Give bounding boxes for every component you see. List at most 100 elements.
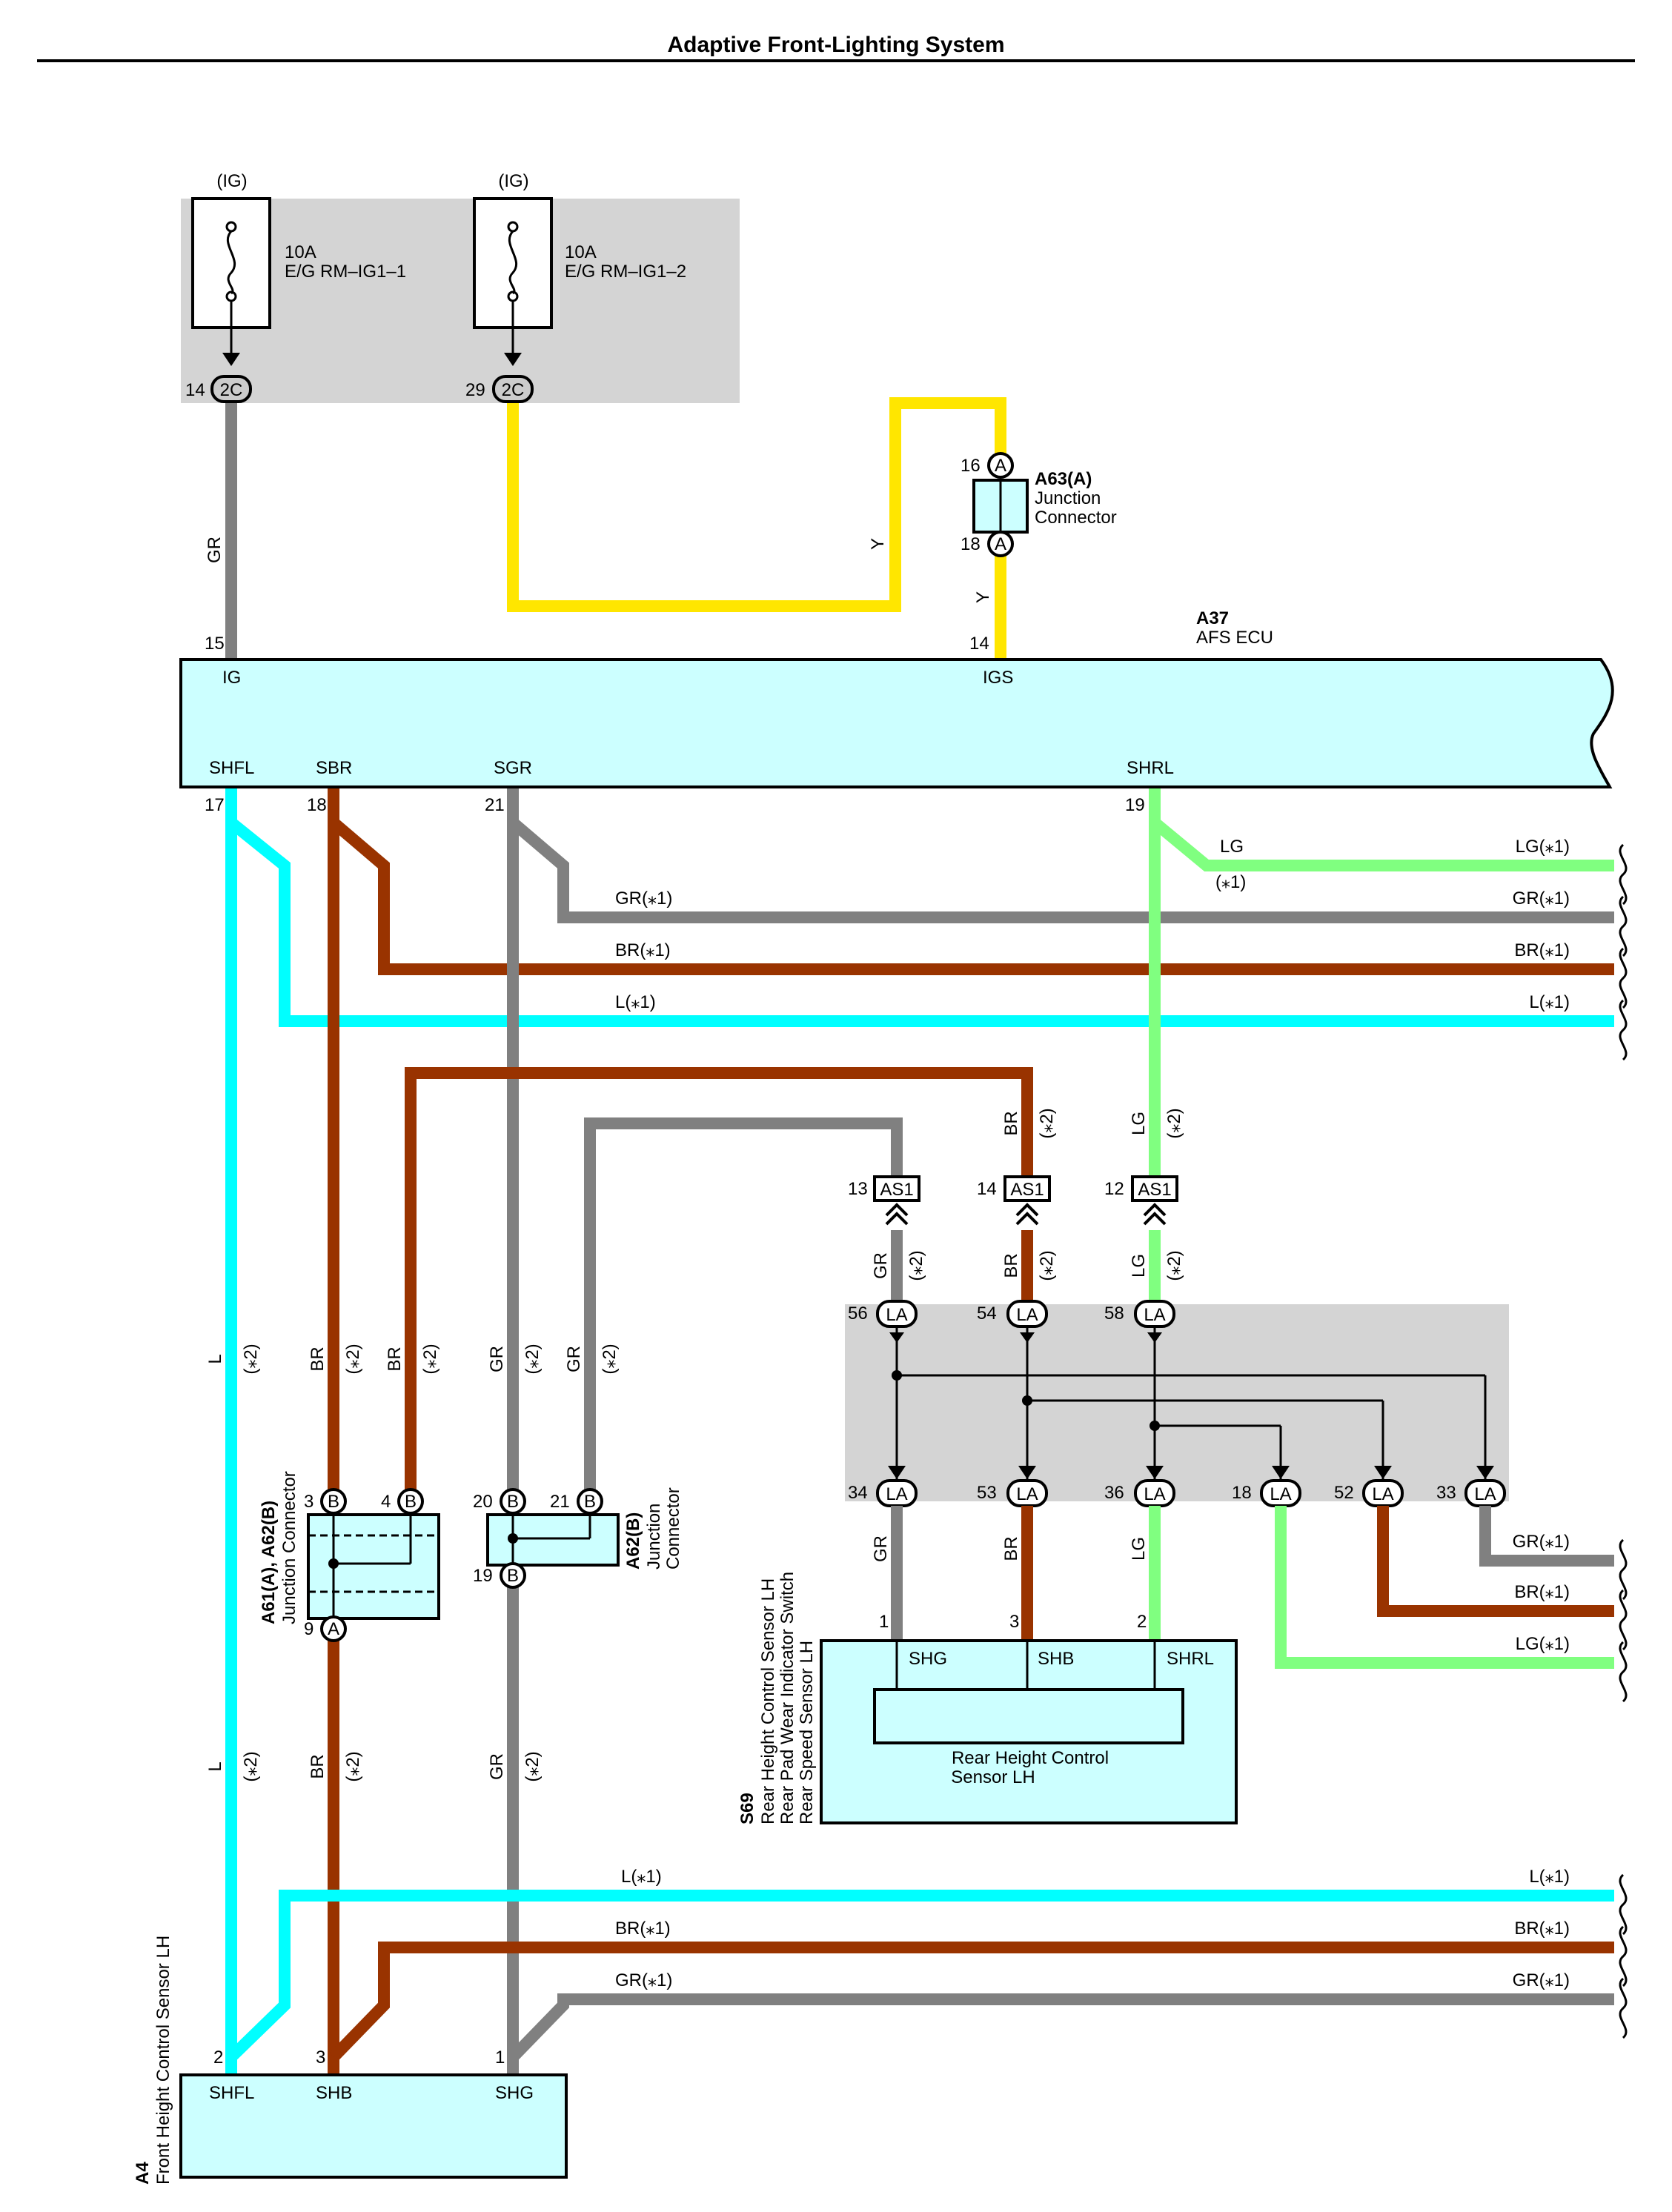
label-br1-lower-right: BR(⁎1) <box>1514 1919 1570 1939</box>
label-br-upper: BR <box>308 1346 328 1371</box>
svg-text:18: 18 <box>1232 1483 1252 1503</box>
svg-text:LA: LA <box>1144 1484 1165 1504</box>
a4-pin-3: 3 <box>316 2047 325 2067</box>
svg-text:21: 21 <box>550 1492 570 1512</box>
svg-text:12: 12 <box>1104 1179 1124 1199</box>
fuse2-connector <box>492 375 534 403</box>
fuse1-rating: 10A <box>285 242 316 262</box>
label-gr1-right: GR(⁎1) <box>1513 889 1570 909</box>
svg-text:20: 20 <box>473 1492 493 1512</box>
label-lg: LG <box>1220 837 1244 857</box>
wire-lg-right-lower <box>1275 1506 1614 1669</box>
svg-text:34: 34 <box>848 1483 868 1503</box>
a62b-id: A62(B) <box>623 1512 643 1570</box>
ecu-sbr-label: SBR <box>316 758 352 778</box>
label-gr-s69: GR <box>871 1535 891 1562</box>
ecu-igs-pin: 14 <box>969 634 989 654</box>
a4-sensor-body <box>179 2073 568 2179</box>
fuse1-icon <box>226 230 236 295</box>
ecu-sbr-pin: 18 <box>307 795 327 815</box>
fuse1-connector-label: 2C <box>220 380 243 400</box>
svg-text:A: A <box>328 1619 339 1639</box>
wire-l-lower <box>227 1890 1614 2062</box>
label-gr1-lower-left: GR(⁎1) <box>615 1970 672 1990</box>
diagram-title: Adaptive Front-Lighting System <box>667 33 1004 57</box>
a63-name-2: Connector <box>1035 508 1117 528</box>
svg-text:B: B <box>507 1566 519 1586</box>
label-gr-lower: GR <box>487 1753 507 1780</box>
wire-l-upper <box>225 788 1614 1027</box>
s69-pin-3: 3 <box>1009 1612 1019 1632</box>
s69-name-2: Rear Pad Wear Indicator Switch <box>777 1572 797 1824</box>
label-y-1: Y <box>868 538 888 550</box>
as1-connector-14: 14 AS1 <box>977 1175 1051 1226</box>
svg-text:56: 56 <box>848 1303 868 1323</box>
fuse1-name: E/G RM–IG1–1 <box>285 262 406 282</box>
ecu-body <box>179 658 1614 788</box>
la-top-56: 56 LA <box>848 1300 918 1328</box>
label-br-upper-note: (⁎2) <box>343 1344 363 1374</box>
label-lg-as1-la-note: (⁎2) <box>1164 1250 1184 1281</box>
label-gr-upper-2: GR <box>564 1346 584 1372</box>
fuse2-connector-label: 2C <box>502 380 525 400</box>
la-top-58: 58 LA <box>1104 1300 1175 1328</box>
wire-gr-lower <box>508 1993 1614 2062</box>
fuse1-connector <box>210 375 252 403</box>
label-br-upper-2-note: (⁎2) <box>420 1344 440 1374</box>
fuse2-source: (IG) <box>498 171 528 191</box>
s69-terminal-shb: SHB <box>1038 1649 1074 1669</box>
svg-text:53: 53 <box>977 1483 997 1503</box>
svg-text:54: 54 <box>977 1303 997 1323</box>
a4-terminal-shb: SHB <box>316 2083 352 2103</box>
a4-id: A4 <box>133 2162 153 2185</box>
label-gr-as1-la-note: (⁎2) <box>906 1250 926 1281</box>
label-gr-lower-note: (⁎2) <box>522 1751 543 1781</box>
s69-name-1: Rear Height Control Sensor LH <box>758 1578 778 1824</box>
label-gr-upper: GR <box>487 1346 507 1372</box>
label-l1-lower-right: L(⁎1) <box>1529 1867 1570 1887</box>
label-br1-right: BR(⁎1) <box>1514 940 1570 960</box>
s69-inner-label-2: Sensor LH <box>951 1767 1035 1787</box>
s69-name-3: Rear Speed Sensor LH <box>797 1641 817 1824</box>
wire-gr-as1 <box>584 1117 903 1489</box>
svg-text:LA: LA <box>1144 1305 1165 1325</box>
la-top-54: 54 LA <box>977 1300 1048 1328</box>
wire-y-igs <box>507 397 1006 612</box>
a61-a62-name: Junction Connector <box>279 1471 299 1624</box>
label-l1-lower-left: L(⁎1) <box>621 1867 662 1887</box>
label-gr-upper-note: (⁎2) <box>522 1344 543 1374</box>
a62b-junction: B B 20 21 B 19 <box>473 1488 620 1589</box>
label-br-s69: BR <box>1001 1536 1021 1561</box>
a63-pin-top-letter: A <box>995 456 1006 476</box>
a63-pin-bottom-letter: A <box>995 534 1006 554</box>
a63-name-1: Junction <box>1035 488 1101 508</box>
label-br1-right-lower: BR(⁎1) <box>1514 1582 1570 1602</box>
la-bottom-53: 53 LA <box>977 1479 1048 1507</box>
la-bottom-52: 52 LA <box>1334 1479 1404 1507</box>
svg-text:AS1: AS1 <box>1010 1180 1044 1200</box>
label-l-upper: L <box>205 1354 225 1364</box>
wire-br-lower <box>329 1942 1614 2062</box>
a61-a62-junction: B B 3 4 A 9 <box>304 1488 440 1642</box>
ecu-name: AFS ECU <box>1196 628 1273 648</box>
label-br-as1-note: (⁎2) <box>1037 1108 1057 1138</box>
label-gr1-left: GR(⁎1) <box>615 889 672 909</box>
fuse2-pin: 29 <box>465 380 485 400</box>
label-gr-ig: GR <box>205 537 225 563</box>
fuse1-pin: 14 <box>185 380 205 400</box>
svg-text:9: 9 <box>304 1619 314 1639</box>
label-gr-as1-la: GR <box>871 1252 891 1279</box>
s69-inner-label-1: Rear Height Control <box>952 1748 1109 1768</box>
label-y-2: Y <box>973 591 993 603</box>
label-gr-upper-2-note: (⁎2) <box>600 1344 620 1374</box>
svg-text:B: B <box>507 1492 519 1512</box>
wire-gr-right-lower <box>1479 1506 1614 1567</box>
svg-text:LA: LA <box>1474 1484 1496 1504</box>
wire-break-marks <box>1619 843 1628 2039</box>
wire-gr-upper <box>507 788 1614 923</box>
a63-id: A63(A) <box>1035 469 1092 489</box>
label-br-as1-la-note: (⁎2) <box>1037 1250 1057 1281</box>
label-br-lower: BR <box>308 1754 328 1778</box>
a63-pin-bottom <box>987 531 1014 557</box>
